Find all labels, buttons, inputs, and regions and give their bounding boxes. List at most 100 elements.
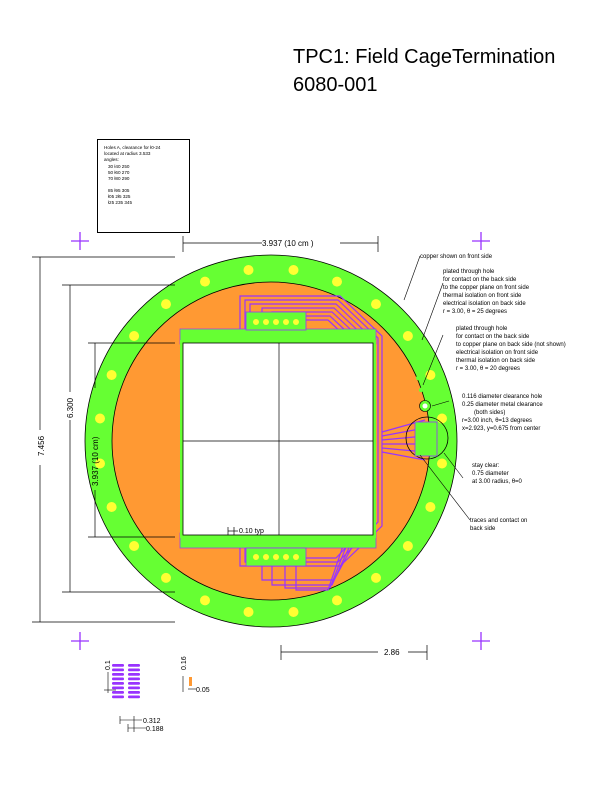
svg-text:electrical isolation on back s: electrical isolation on back side <box>443 301 526 307</box>
dim-bottom-width: 2.86 <box>384 648 400 657</box>
pad-detail-b: 0.16 0.05 <box>181 656 210 694</box>
svg-text:traces and contact on: traces and contact on <box>470 518 527 524</box>
contact-pads <box>414 421 438 457</box>
detail-pad <box>128 691 140 694</box>
connector-bottom <box>245 547 307 567</box>
pad-detail-a: 0.1 <box>104 660 116 693</box>
svg-text:electrical isolation on front: electrical isolation on front side <box>456 350 539 356</box>
svg-text:r=3.00 inch, θ=13 degrees: r=3.00 inch, θ=13 degrees <box>462 418 532 424</box>
detail-pad <box>112 668 124 672</box>
hole-table-row: 70 ł80 290 <box>108 176 130 181</box>
svg-text:at 3.00 radius, θ=0: at 3.00 radius, θ=0 <box>472 479 523 485</box>
hole-table-row: ł25 235 345 <box>108 200 133 205</box>
crosshair-marks <box>71 232 490 650</box>
svg-text:r = 3.00, θ = 25 degrees: r = 3.00, θ = 25 degrees <box>443 309 507 315</box>
dim-mid-height: 6.300 <box>66 397 75 418</box>
detail-pad <box>128 686 140 690</box>
dim-inner-height: 3.937 (10 cm) <box>91 436 100 486</box>
svg-text:0.312: 0.312 <box>143 718 161 725</box>
plated-hole-1 <box>415 375 421 381</box>
bolt-hole <box>161 299 171 310</box>
bolt-hole <box>371 572 381 583</box>
note-clearance-hole: 0.116 diameter clearance hole 0.25 diame… <box>462 394 543 432</box>
detail-pad <box>128 695 140 699</box>
dimension-lines <box>32 236 428 660</box>
dim-pad-pitch: 0.10 typ <box>239 528 264 535</box>
detail-pad <box>128 682 140 685</box>
detail-pad <box>112 677 124 681</box>
hole-table-row: 50 ł60 270 <box>108 170 130 175</box>
detail-pad <box>112 695 124 699</box>
pad-detail-c: 0.312 0.188 <box>119 716 164 733</box>
detail-pad <box>112 691 124 694</box>
leader-lines <box>403 255 471 521</box>
bolt-hole <box>129 331 140 341</box>
hole-table-radius: located at radius 3.533 <box>104 151 151 156</box>
bolt-hole <box>332 276 342 287</box>
plated-hole-2 <box>418 387 424 393</box>
svg-text:r = 3.00, θ = 20 degrees: r = 3.00, θ = 20 degrees <box>456 366 520 372</box>
bolt-holes <box>95 265 447 617</box>
note-plated-hole-2: plated through hole for contact on the b… <box>456 326 566 372</box>
pad-detail-pins <box>112 664 140 699</box>
bolt-hole <box>402 541 413 551</box>
bolt-hole <box>106 502 117 512</box>
dim-outer-height: 7.456 <box>37 435 46 456</box>
bolt-hole <box>243 265 254 275</box>
svg-text:0.25 diameter metal clearance: 0.25 diameter metal clearance <box>462 402 543 408</box>
detail-pad <box>128 677 140 681</box>
bolt-hole <box>200 276 210 287</box>
drawing-title: TPC1: Field CageTermination <box>293 46 556 68</box>
stay-clear-circle <box>405 416 449 460</box>
bolt-hole <box>161 572 171 583</box>
bolt-hole <box>437 458 447 469</box>
hole-table-row: 85 ł95 305 <box>108 188 130 193</box>
svg-text:thermal isolation on back side: thermal isolation on back side <box>456 358 536 364</box>
hole-table-row: ł05 2ł5 325 <box>108 194 131 199</box>
svg-text:0.188: 0.188 <box>146 726 164 733</box>
svg-text:plated through hole: plated through hole <box>443 269 495 275</box>
connector-top <box>245 311 307 331</box>
bolt-hole <box>425 502 436 512</box>
note-plated-hole-1: plated through hole for contact on the b… <box>443 269 530 315</box>
bolt-hole <box>402 331 413 341</box>
bolt-hole <box>106 370 117 380</box>
svg-text:0.05: 0.05 <box>196 687 210 694</box>
bolt-hole <box>243 607 254 617</box>
bolt-hole <box>332 595 342 606</box>
svg-text:0.75 diameter: 0.75 diameter <box>472 471 509 477</box>
bolt-hole <box>437 413 447 424</box>
dim-top-width: 3.937 (10 cm ) <box>262 239 314 248</box>
svg-text:back side: back side <box>470 526 496 532</box>
svg-text:for contact on the back side: for contact on the back side <box>443 277 517 283</box>
hole-location-table: Holes A, clearance for ł0-24 located at … <box>97 139 190 233</box>
svg-text:0.116 diameter clearance hole: 0.116 diameter clearance hole <box>462 394 543 400</box>
detail-pad <box>128 668 140 672</box>
svg-text:x=2.923, y=0.675 from center: x=2.923, y=0.675 from center <box>462 426 540 432</box>
detail-pad <box>112 682 124 685</box>
bolt-hole <box>95 458 105 469</box>
svg-text:to copper plane on back side (: to copper plane on back side (not shown) <box>456 342 566 348</box>
svg-text:(both sides): (both sides) <box>474 410 505 416</box>
drawing-number: 6080-001 <box>293 74 378 96</box>
svg-text:0.1: 0.1 <box>105 660 112 670</box>
note-copper-shown: copper shown on front side <box>420 254 493 260</box>
bolt-hole <box>95 413 105 424</box>
svg-text:to the copper plane on front s: to the copper plane on front side <box>443 285 530 291</box>
svg-text:thermal isolation on front sid: thermal isolation on front side <box>443 293 522 299</box>
center-window <box>182 342 374 536</box>
detail-pad <box>112 686 124 690</box>
note-stay-clear: stay clear: 0.75 diameter at 3.00 radius… <box>472 463 523 485</box>
detail-pad <box>112 673 124 676</box>
hole-table-angles-label: angles: <box>104 157 119 162</box>
bolt-hole <box>371 299 381 310</box>
bolt-hole <box>288 607 299 617</box>
bolt-hole <box>129 541 140 551</box>
svg-text:plated through hole: plated through hole <box>456 326 508 332</box>
svg-text:for contact on the back side: for contact on the back side <box>456 334 530 340</box>
bolt-hole <box>200 595 210 606</box>
svg-text:0.16: 0.16 <box>181 656 188 670</box>
detail-pad <box>128 664 140 667</box>
note-traces: traces and contact on back side <box>470 518 527 532</box>
